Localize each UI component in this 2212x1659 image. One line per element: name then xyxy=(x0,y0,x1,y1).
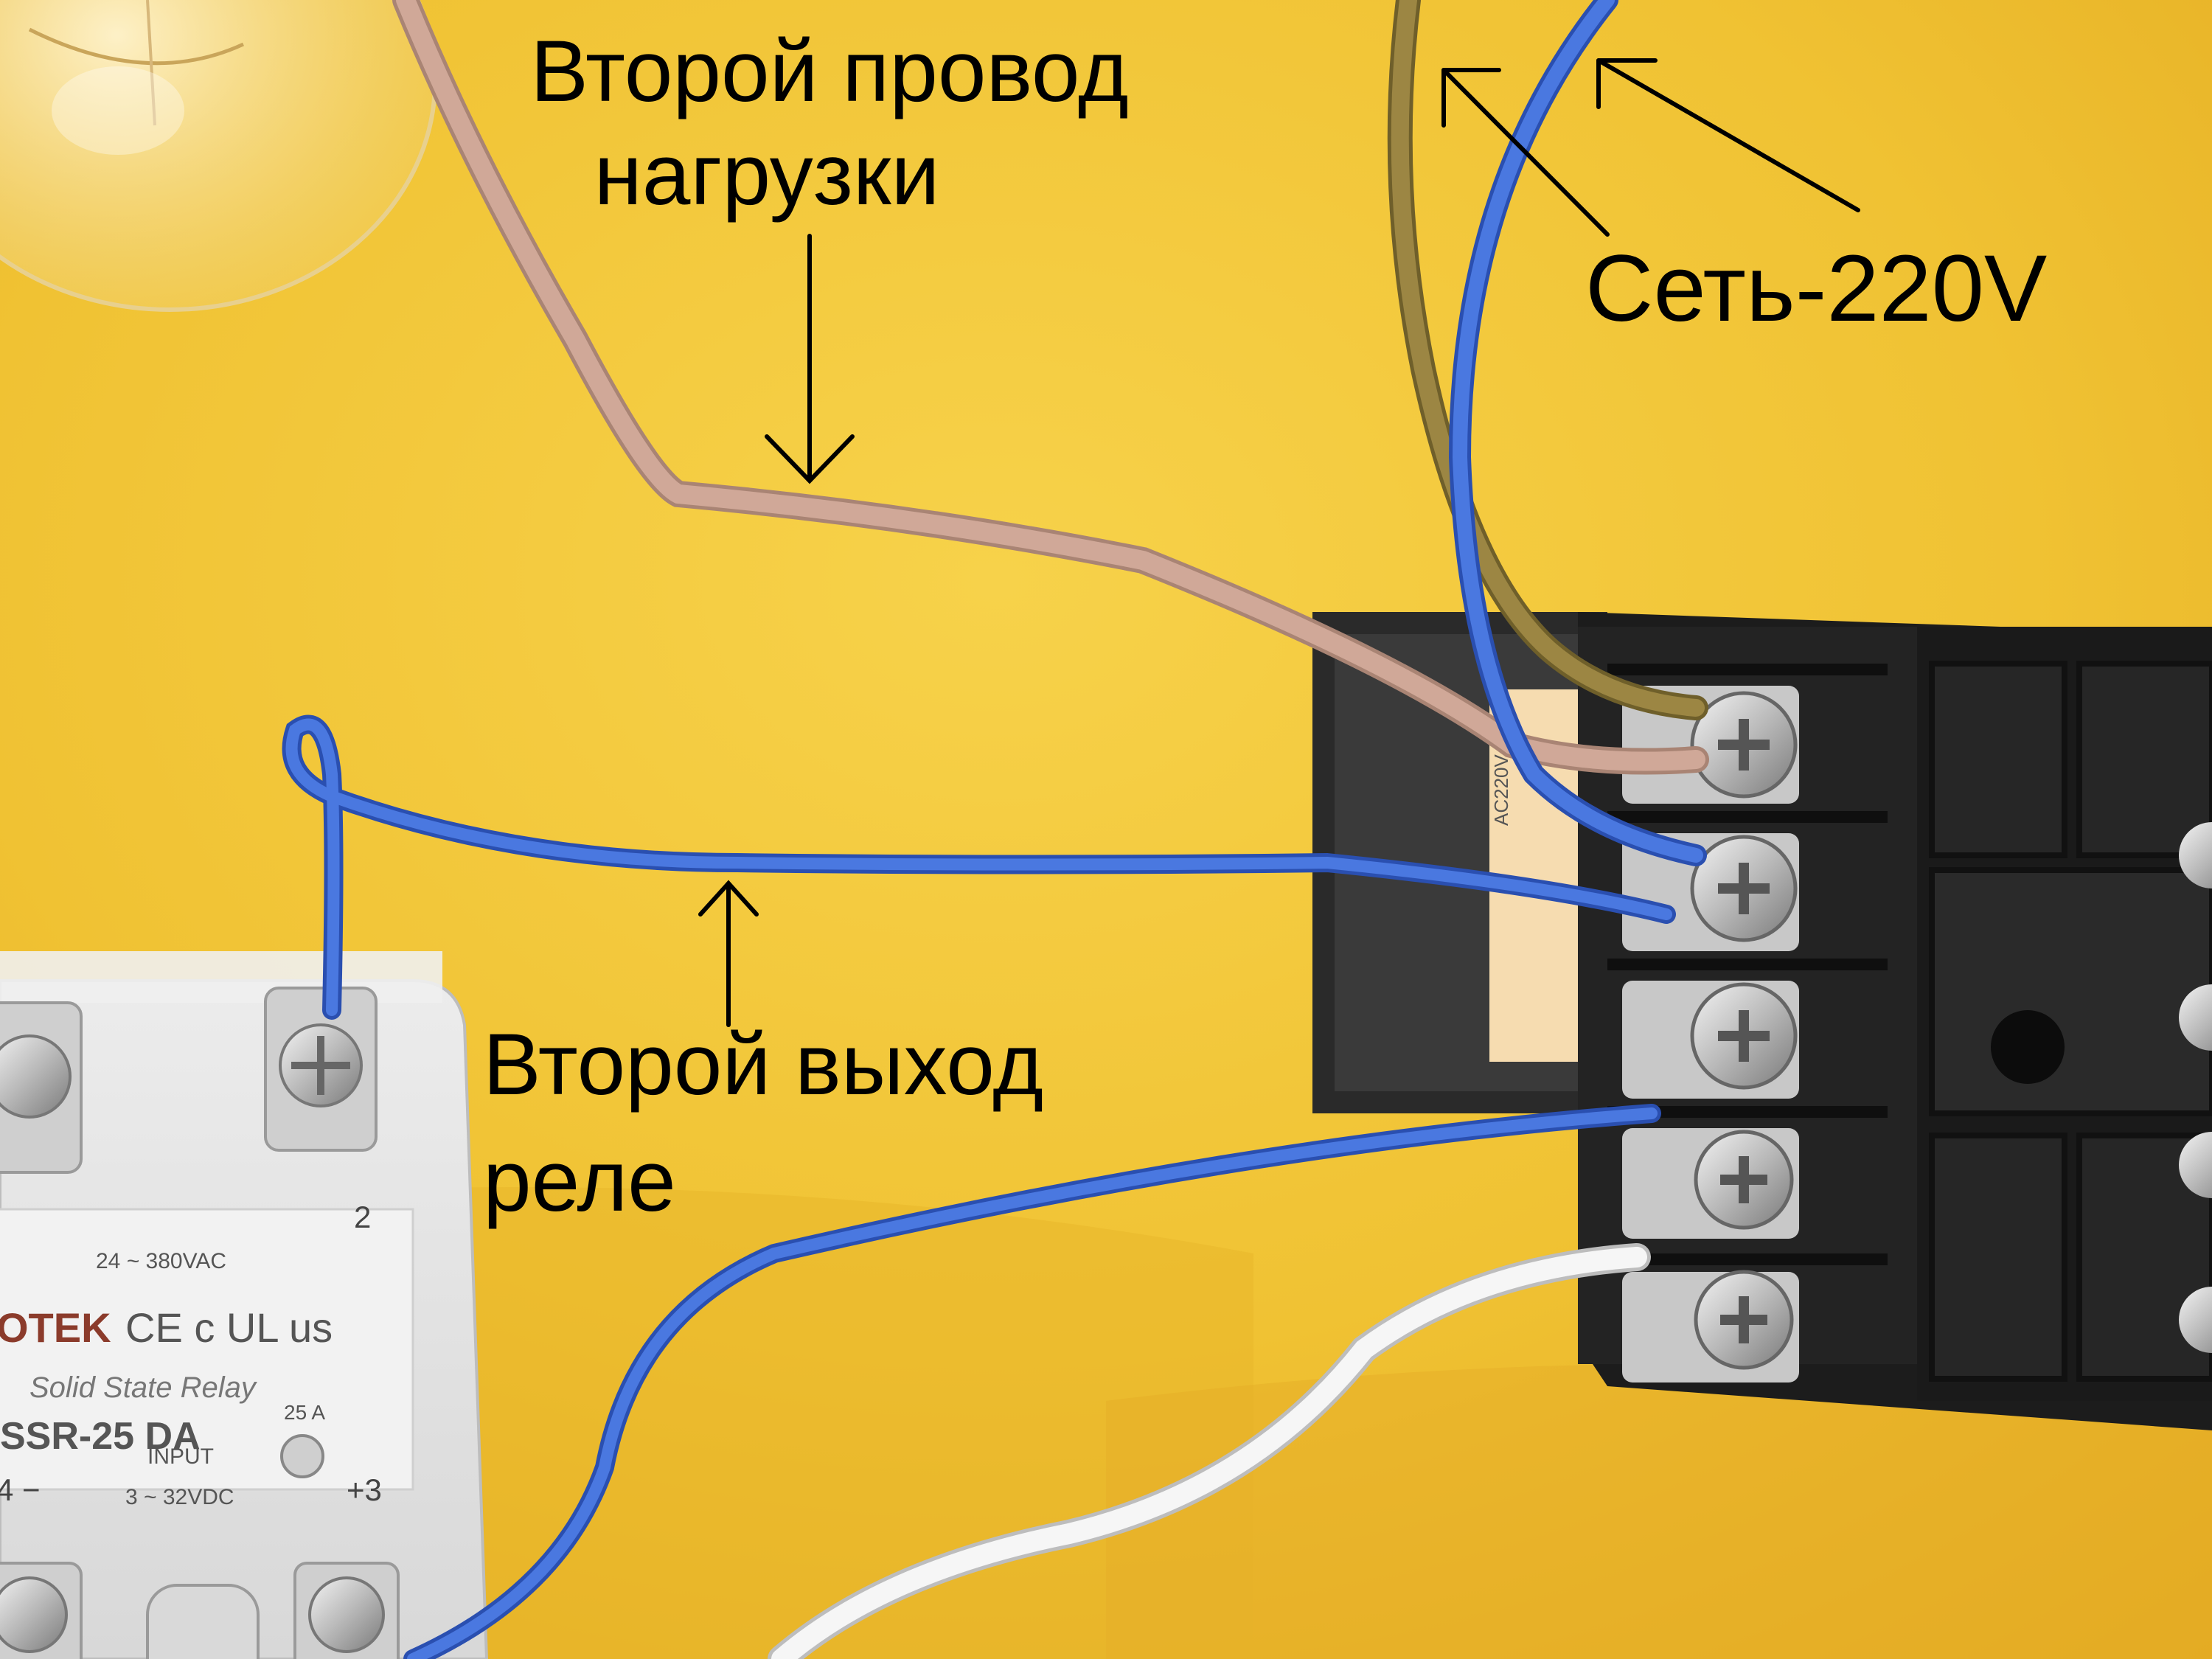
svg-text:SSR-25 DA: SSR-25 DA xyxy=(0,1415,201,1458)
relay-output-annotation-line2: реле xyxy=(483,1133,676,1230)
svg-text:INPUT: INPUT xyxy=(147,1444,214,1469)
svg-text:4 −: 4 − xyxy=(0,1472,41,1507)
load-wire-annotation-line2: нагрузки xyxy=(594,126,940,223)
svg-text:24 ~ 380VAC: 24 ~ 380VAC xyxy=(96,1249,226,1273)
load-wire-annotation: Второй провод нагрузки xyxy=(476,28,1183,218)
terminal-screws xyxy=(1607,664,1888,1382)
svg-text:AC220V: AC220V xyxy=(1490,754,1512,826)
arrow-relay-output xyxy=(698,880,759,1027)
arrow-mains-blue xyxy=(1596,58,1860,212)
wires xyxy=(282,0,1709,1659)
arrow-load-wire xyxy=(765,234,855,484)
svg-text:OTEK: OTEK xyxy=(0,1304,111,1351)
arrow-mains-brown xyxy=(1441,68,1610,237)
light-bulb xyxy=(0,0,437,312)
load-wire-annotation-line1: Второй провод xyxy=(530,23,1129,120)
solid-state-relay: 24 ~ 380VAC 2 OTEK CE c UL us Solid Stat… xyxy=(0,951,489,1659)
relay-output-annotation-line1: Второй выход xyxy=(483,1016,1044,1113)
annotation-arrows xyxy=(698,58,1860,1027)
svg-text:2: 2 xyxy=(354,1200,371,1234)
relay-output-annotation: Второй выход реле xyxy=(483,1021,1043,1225)
svg-text:Solid State Relay: Solid State Relay xyxy=(29,1371,258,1404)
svg-text:+3: +3 xyxy=(347,1472,382,1507)
svg-text:CE c UL us: CE c UL us xyxy=(125,1304,333,1351)
mains-annotation: Сеть-220V xyxy=(1585,236,2048,341)
svg-text:25 A: 25 A xyxy=(284,1401,325,1424)
svg-text:3 ~ 32VDC: 3 ~ 32VDC xyxy=(125,1485,234,1509)
